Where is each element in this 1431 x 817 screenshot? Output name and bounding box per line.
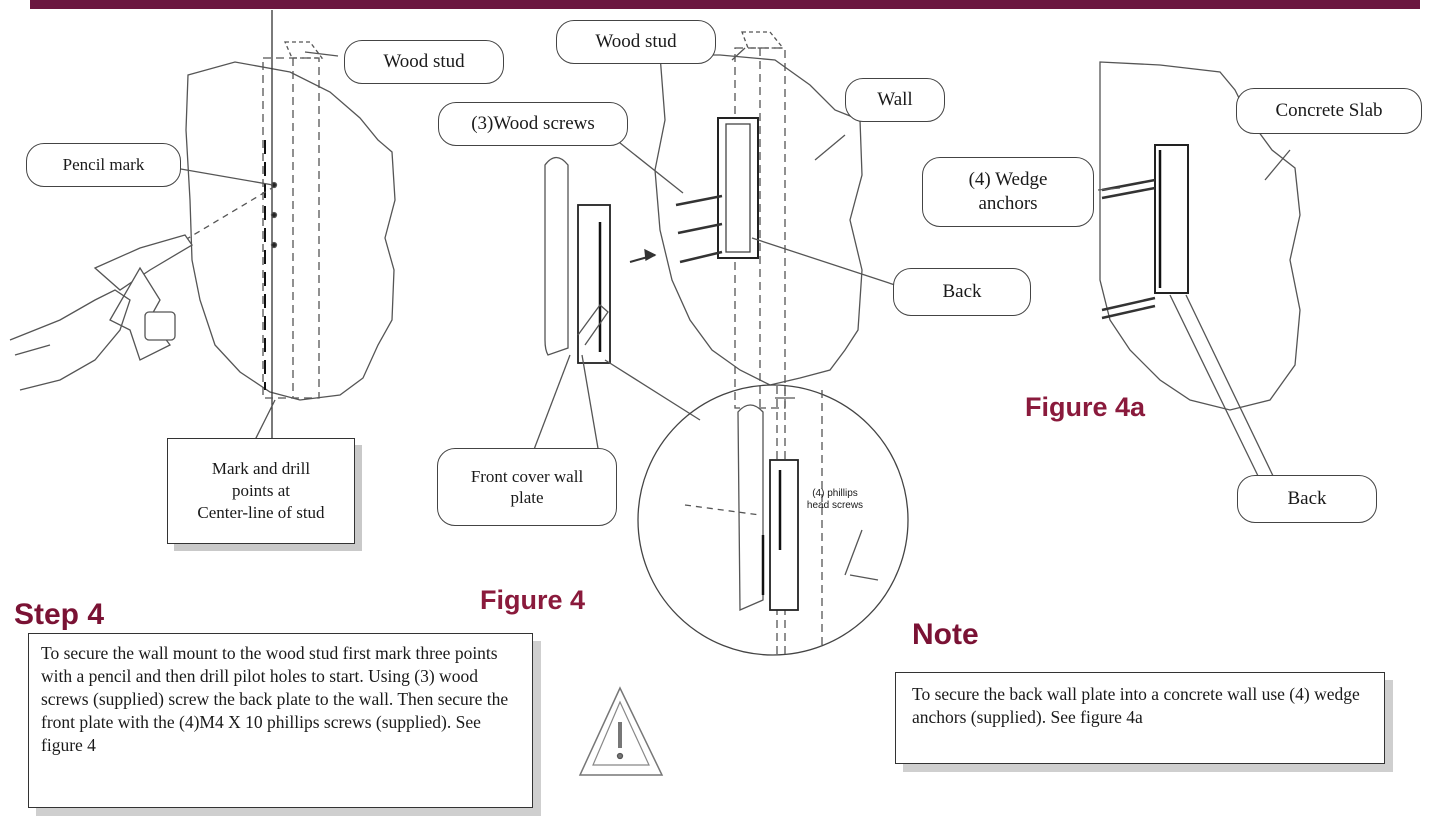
phillips-head-screws-label: (4) phillips head screws — [800, 488, 870, 512]
callout-back-right: Back — [1237, 475, 1377, 523]
step-instructions: To secure the wall mount to the wood stu… — [28, 633, 533, 808]
figure-4-label: Figure 4 — [480, 585, 586, 615]
step-heading: Step 4 — [14, 598, 105, 631]
callout-wood-stud-left: Wood stud — [344, 40, 504, 84]
mark-line1: Mark and drill — [211, 458, 311, 478]
note-instructions: To secure the back wall plate into a con… — [895, 672, 1385, 764]
figure-4a-label: Figure 4a — [1025, 392, 1146, 422]
wedge-line1: (4) Wedge — [968, 169, 1048, 191]
wedge-anchor — [1101, 296, 1156, 312]
back-plate — [717, 117, 759, 259]
note-heading: Note — [912, 618, 979, 651]
callout-wood-screws: (3)Wood screws — [438, 102, 628, 146]
front-cover-line2: plate — [510, 488, 544, 507]
wedge-line2: anchors — [978, 193, 1038, 214]
left-stud-dashed — [262, 57, 320, 399]
mark-drill-instruction-box: Mark and drill points at Center-line of … — [167, 438, 355, 544]
wood-screw — [675, 194, 723, 207]
callout-back-middle: Back — [893, 268, 1031, 316]
callout-wood-stud-mid: Wood stud — [556, 20, 716, 64]
callout-pencil-mark: Pencil mark — [26, 143, 181, 187]
top-banner-bar — [30, 0, 1420, 9]
wedge-anchor — [1101, 186, 1156, 200]
callout-front-cover-wall-plate: Front cover wall plate — [437, 448, 617, 526]
callout-concrete-slab: Concrete Slab — [1236, 88, 1422, 134]
mark-line3: Center-line of stud — [197, 503, 325, 523]
middle-wall-outline — [654, 54, 863, 386]
left-wall-outline — [185, 61, 396, 401]
callout-wall: Wall — [845, 78, 945, 122]
wood-screw — [677, 222, 723, 235]
warning-triangle-icon — [578, 686, 664, 776]
wood-screw — [679, 250, 723, 264]
mark-line2: points at — [231, 480, 291, 500]
right-wall-outline — [1099, 61, 1301, 411]
wedge-anchor — [1101, 304, 1156, 320]
phillips-line2: head screws — [806, 500, 864, 511]
callout-wedge-anchors: (4) Wedge anchors — [922, 157, 1094, 227]
front-cover-line1: Front cover wall — [470, 466, 584, 486]
front-cover-plate — [544, 156, 569, 356]
detail-magnifier-circle — [637, 384, 909, 656]
phillips-line1: (4) phillips — [812, 488, 858, 499]
